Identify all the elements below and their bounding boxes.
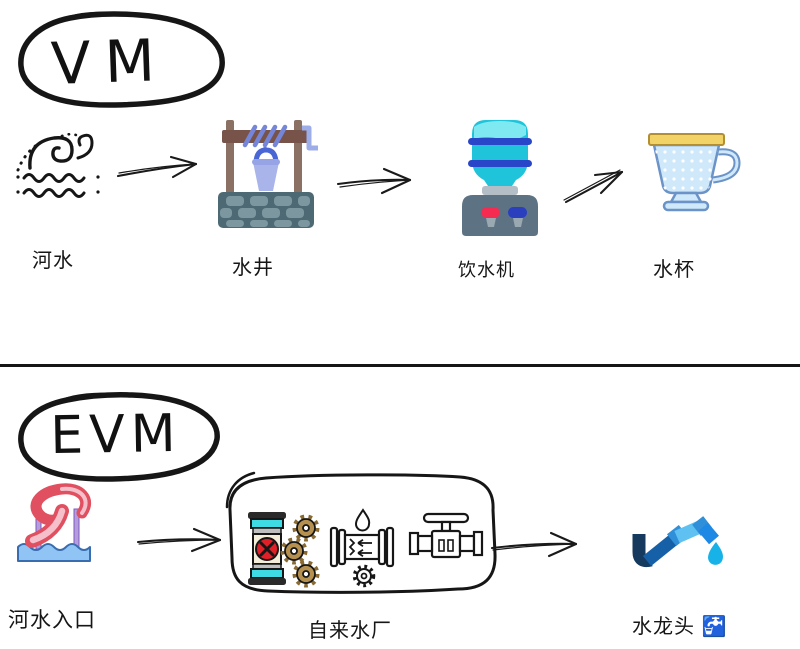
wave-dot — [96, 190, 100, 194]
faucet-wave-icon — [632, 516, 724, 568]
well-bucket — [253, 162, 279, 191]
faucet-spout — [698, 522, 719, 545]
well-crossbar — [222, 130, 310, 143]
evm-circle-outline — [18, 392, 220, 482]
section-divider — [0, 364, 800, 367]
vm-circle-overlap — [64, 11, 114, 21]
well-rope-coil — [242, 124, 288, 148]
wave-line-2 — [22, 188, 86, 198]
dispenser-spout-left — [486, 218, 496, 227]
wave-large-curl — [28, 136, 74, 170]
cup-stem — [668, 191, 704, 204]
dispenser-band-top — [468, 138, 532, 145]
pipe-icon — [329, 508, 395, 588]
water-well-icon — [218, 120, 318, 228]
dispenser-band-bottom — [468, 160, 532, 167]
arrow-river-to-well — [116, 155, 198, 179]
wave-dot — [16, 175, 20, 179]
label-plant: 自来水厂 — [308, 620, 392, 642]
arrow-dispenser-to-cup — [563, 169, 624, 204]
label-river-water: 河水 — [32, 250, 74, 272]
evm-title: EVM — [50, 404, 182, 466]
label-cup: 水杯 — [653, 259, 695, 281]
vm-circle: VM — [18, 11, 225, 108]
evm-circle-overlap — [60, 392, 112, 403]
well-stones — [220, 196, 310, 227]
vm-circle-outline — [18, 11, 225, 108]
arrow-inlet-to-plant — [136, 527, 222, 553]
gears-icon — [280, 514, 320, 588]
wave-small-curl — [76, 133, 94, 160]
wave-line-1 — [22, 173, 86, 183]
cup-handle-inner — [712, 150, 739, 182]
dispenser-tap-blue — [508, 207, 527, 218]
cup-foot — [662, 200, 710, 212]
arrow-well-to-dispenser — [336, 167, 412, 195]
slide-loop-highlight — [60, 486, 88, 515]
well-hook — [253, 147, 279, 165]
water-plant-box-icon — [225, 471, 497, 594]
plant-box-double-stroke — [225, 471, 256, 509]
water-dispenser-icon — [462, 120, 538, 236]
vm-title: VM — [50, 26, 170, 98]
label-river-inlet: 河水入口 — [8, 609, 96, 632]
evm-circle: EVM — [18, 392, 220, 482]
wave-dot — [96, 175, 100, 179]
dispenser-bottle-highlight — [474, 121, 526, 141]
valve-icon — [408, 512, 484, 559]
label-faucet: 水龙头 🚰 — [632, 616, 728, 638]
well-crank — [302, 125, 318, 151]
faucet-droplet — [708, 542, 724, 565]
wave-dot — [16, 190, 20, 194]
well-bucket-rim — [252, 159, 280, 165]
wave-mid-dots — [60, 132, 78, 138]
teacup-icon — [648, 133, 741, 212]
slide-chute-inner — [29, 507, 66, 544]
dispenser-platform — [482, 186, 518, 195]
label-well: 水井 — [232, 257, 274, 279]
dispenser-spout-right — [513, 218, 523, 227]
cup-rim — [648, 133, 725, 146]
river-waves-icon — [16, 132, 100, 198]
plant-box-outline — [228, 473, 497, 594]
label-dispenser: 饮水机 — [458, 260, 515, 280]
dispenser-body — [462, 195, 538, 236]
filter-tank-icon — [248, 512, 286, 585]
water-slide-icon — [17, 483, 92, 562]
cup-body-dots — [654, 145, 719, 193]
dispenser-tap-red — [481, 207, 500, 218]
